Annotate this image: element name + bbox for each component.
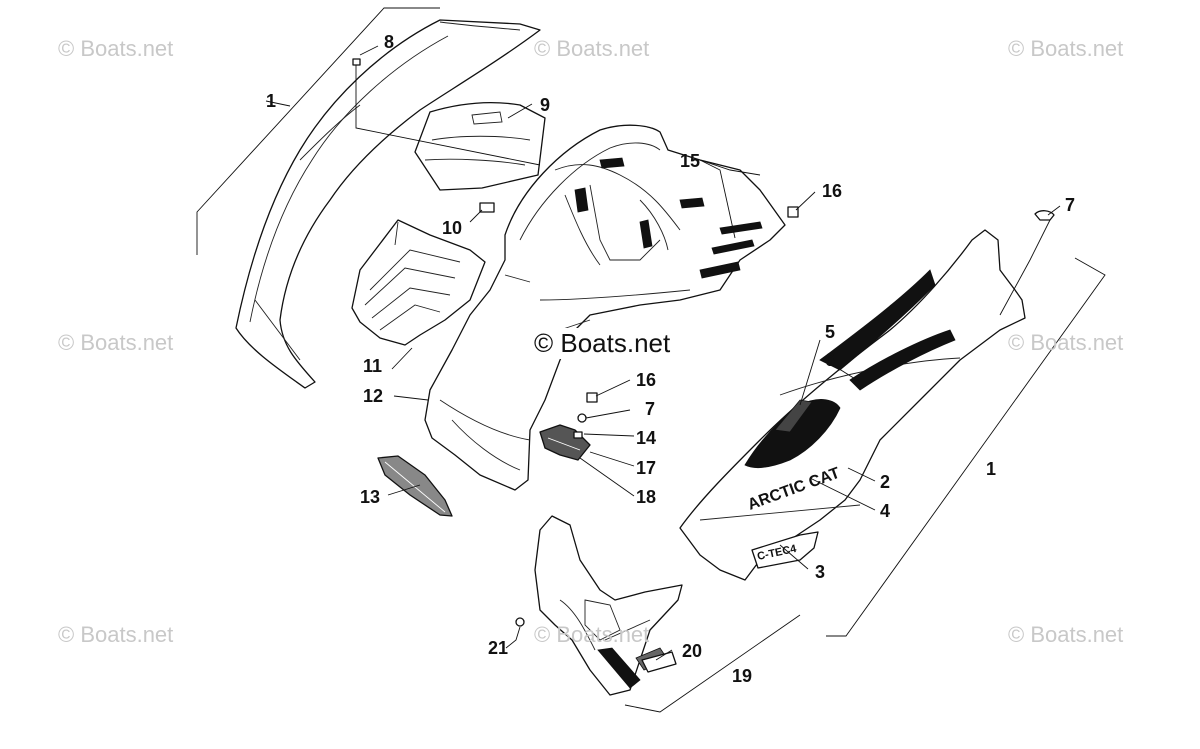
watermark-top-right: © Boats.net [1008,36,1124,61]
callout-1-right: 1 [986,459,996,479]
part-12-hood [424,124,786,491]
part-19-bracket [624,614,801,713]
callout-12: 12 [363,386,383,406]
callout-1-left: 1 [266,91,276,111]
callout-18: 18 [636,487,656,507]
callout-5: 5 [825,322,835,342]
callout-21: 21 [488,638,508,658]
callout-15: 15 [680,151,700,171]
leader-lines [265,45,1061,661]
callout-10: 10 [442,218,462,238]
part-17-bracket [539,424,591,461]
callout-20: 20 [682,641,702,661]
callout-6: 6 [825,350,835,370]
callout-3: 3 [815,562,825,582]
part-1-side-panel-right: ARCTIC CAT C-TEC4 [679,229,1026,581]
callout-14: 14 [636,428,656,448]
callout-13: 13 [360,487,380,507]
callout-labels: 1 8 9 10 15 16 7 11 12 13 16 7 14 17 18 … [266,32,1075,686]
fastener-7-mid [577,413,587,423]
callout-8: 8 [384,32,394,52]
part-1-bracket-left [196,7,440,255]
callout-11: 11 [363,356,382,376]
part-13-mesh-screen [377,455,453,517]
callout-7-right: 7 [1065,195,1075,215]
callout-16-top: 16 [822,181,842,201]
part-1-upper-trim-left [235,19,541,389]
callout-16-mid: 16 [636,370,656,390]
watermark-top-center: © Boats.net [534,36,650,61]
watermark-bottom-left: © Boats.net [58,622,174,647]
fastener-7-right [1034,210,1055,221]
watermark-top-left: © Boats.net [58,36,174,61]
part-11-duct [351,219,486,346]
fastener-10 [479,202,495,213]
fastener-20 [641,651,677,673]
watermark-mid-left: © Boats.net [58,330,174,355]
watermark-bottom-center: © Boats.net [534,622,650,647]
fastener-21 [515,617,525,627]
fastener-16-top [787,206,799,218]
callout-4: 4 [880,501,890,521]
callout-7-mid: 7 [645,399,655,419]
fastener-8 [352,58,361,66]
fasteners [352,58,1055,673]
fastener-16-mid [586,392,598,403]
watermark-mid-right: © Boats.net [1008,330,1124,355]
part-1-bracket-right [826,257,1106,637]
watermark-bottom-right: © Boats.net [1008,622,1124,647]
callout-9: 9 [540,95,550,115]
callout-2: 2 [880,472,890,492]
fastener-14 [573,431,583,439]
callout-17: 17 [636,458,656,478]
callout-19: 19 [732,666,752,686]
watermark-center: © Boats.net [532,328,673,359]
part-9-panel [414,101,546,191]
